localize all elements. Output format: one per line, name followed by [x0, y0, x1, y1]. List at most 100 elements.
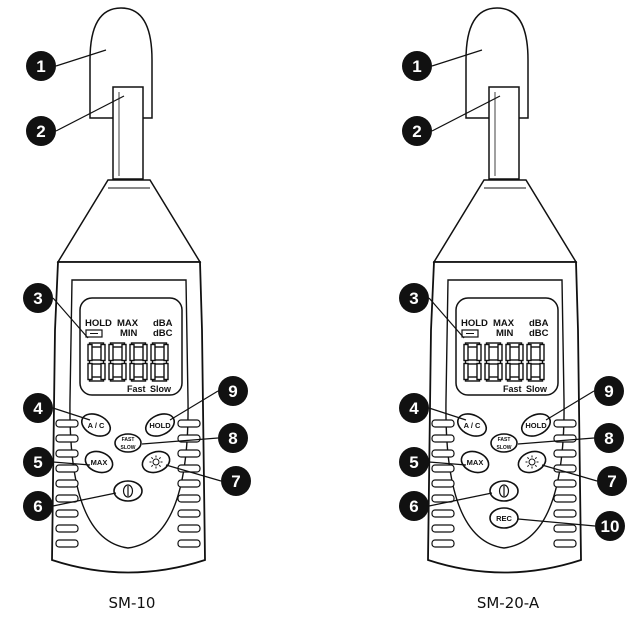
leader-line — [52, 407, 91, 421]
lcd-slow-label: Slow — [150, 384, 172, 394]
hold-button[interactable] — [518, 410, 554, 441]
leader-line — [431, 49, 483, 67]
backlight-icon-ray — [534, 464, 537, 467]
lcd-segment — [484, 343, 490, 362]
fast-slow-button[interactable] — [490, 433, 518, 453]
leader-line — [541, 464, 598, 482]
backlight-icon-core — [528, 458, 536, 466]
backlight-icon — [525, 455, 539, 469]
grip-rib-left — [55, 524, 79, 533]
grip-rib-right — [177, 464, 201, 473]
backlight-button[interactable] — [139, 448, 172, 476]
callout-number: 4 — [409, 399, 419, 418]
callout-circle — [595, 511, 625, 541]
rec-button[interactable] — [489, 507, 519, 529]
slow-button-label: SLOW — [121, 445, 136, 451]
lcd-hold-label: HOLD — [461, 318, 488, 329]
grip-rib-right — [553, 449, 577, 458]
backlight-button[interactable] — [515, 448, 548, 476]
leader-line — [517, 437, 595, 445]
grip-rib-left — [55, 434, 79, 443]
backlight-icon-ray — [527, 464, 530, 467]
grip-rib-left — [431, 509, 455, 518]
max-button[interactable] — [82, 448, 115, 476]
lcd-segment — [484, 362, 490, 381]
callout-number: 1 — [36, 57, 45, 76]
hold-button-label: HOLD — [525, 421, 547, 430]
lcd-segment — [527, 359, 544, 365]
lcd-segment — [130, 359, 147, 365]
max-button[interactable] — [458, 448, 491, 476]
callout-5: 5 — [399, 447, 429, 477]
callout-4: 4 — [399, 393, 429, 423]
lcd-fast-label: Fast — [503, 384, 522, 394]
grip-rib-left — [431, 419, 455, 428]
leader-line — [428, 297, 465, 339]
lcd-segment — [142, 362, 148, 381]
callout-6: 6 — [399, 491, 429, 521]
backlight-icon — [149, 455, 163, 469]
fast-button-label: FAST — [122, 437, 135, 443]
leader-line — [169, 390, 219, 421]
lcd-segment — [129, 362, 135, 381]
lcd-segment — [109, 359, 126, 365]
grip-rib-right — [177, 494, 201, 503]
callout-7: 7 — [597, 466, 627, 496]
grip-rib-right — [553, 494, 577, 503]
grip-rib-left — [55, 539, 79, 548]
power-icon-ring — [122, 484, 134, 498]
lcd-segment — [463, 343, 469, 362]
lcd-segment — [476, 362, 482, 381]
fast-slow-button[interactable] — [114, 433, 142, 453]
lcd-min-label: MIN — [496, 328, 514, 339]
lcd-segment — [108, 362, 114, 381]
hold-button-label: HOLD — [149, 421, 171, 430]
fast-button-label: FAST — [498, 437, 511, 443]
lcd-fast-label: Fast — [127, 384, 146, 394]
callout-number: 5 — [409, 453, 418, 472]
callout-1: 1 — [26, 51, 56, 81]
power-icon — [498, 484, 510, 498]
grip-rib-right — [177, 419, 201, 428]
lcd-segment — [163, 343, 169, 362]
callout-5: 5 — [23, 447, 53, 477]
leader-line — [52, 461, 91, 466]
lcd-segment — [121, 362, 127, 381]
callout-4: 4 — [23, 393, 53, 423]
grip-rib-right — [553, 509, 577, 518]
lcd-segment — [539, 343, 545, 362]
lcd-hold-label: HOLD — [85, 318, 112, 329]
callout-number: 2 — [412, 122, 421, 141]
power-icon — [122, 484, 134, 498]
lcd-dbc-label: dBC — [529, 328, 549, 339]
lcd-max-label: MAX — [117, 318, 139, 329]
backlight-icon-ray — [151, 457, 154, 460]
lcd-segment — [163, 362, 169, 381]
callout-6: 6 — [23, 491, 53, 521]
leader-line — [52, 492, 117, 507]
lcd-segment — [88, 359, 105, 365]
grip-rib-left — [431, 464, 455, 473]
body-neck — [56, 179, 202, 263]
grip-rib-right — [553, 419, 577, 428]
lcd-segment — [100, 362, 106, 381]
body-neck — [432, 179, 578, 263]
leader-line — [545, 390, 595, 421]
grip-rib-left — [431, 494, 455, 503]
callout-circle — [399, 283, 429, 313]
callout-number: 9 — [228, 382, 237, 401]
callout-9: 9 — [594, 376, 624, 406]
grip-rib-left — [55, 509, 79, 518]
callout-circle — [221, 466, 251, 496]
callout-circle — [399, 393, 429, 423]
hold-button[interactable] — [142, 410, 178, 441]
lcd-segment — [129, 343, 135, 362]
lcd-segment — [87, 362, 93, 381]
lcd-segment — [526, 362, 532, 381]
leader-line — [52, 297, 89, 339]
grip-rib-right — [553, 539, 577, 548]
max-button-label: MAX — [467, 458, 484, 467]
